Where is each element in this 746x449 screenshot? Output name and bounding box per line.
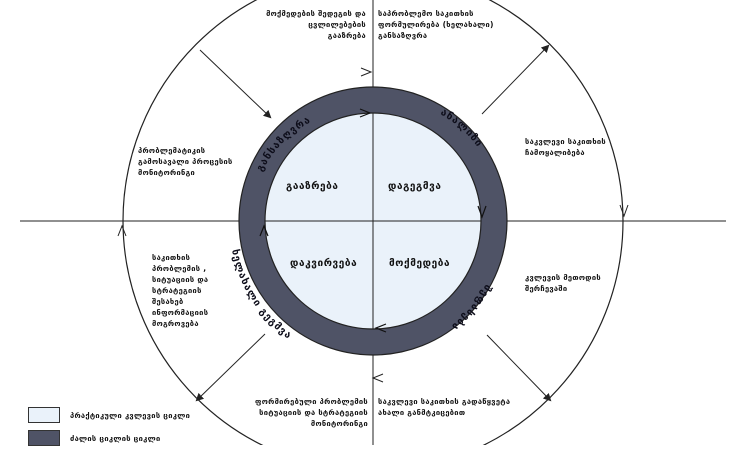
annotation-line: ფორმულირება (ხელახალი) [378,20,494,29]
arrow-left-end [117,224,127,237]
annotation-line: ინფორმაციის [152,308,209,317]
annotation-right-lower: კვლევის მეთოდის შერჩევაში [525,272,635,294]
annotation-line: საკვლევი საკითხის [525,137,606,146]
annotation-line: შესახებ [152,297,184,306]
annotation-line: პრობლემატიკის [138,146,206,155]
arrow-right-end [619,204,629,218]
legend-item-dark: ძალის ციკლის ციკლი [28,430,161,446]
quadrant-label-top-left: გააზრება [286,181,339,192]
arrow-bottom-right [486,334,552,402]
annotation-top-center-left: მოქმედების შედეგის და ცვლილებების გააზრე… [254,8,366,41]
arrow-top-right [481,44,550,115]
annotation-line: გააზრება [327,31,366,40]
annotation-line: სიტუაციის და სტრატეგიის [259,408,368,417]
annotation-right-upper: საკვლევი საკითხის ჩამოყალიბება [525,136,635,158]
annotation-line: კვლევის მეთოდის [525,273,601,282]
ring-arrow-left [259,224,269,237]
annotation-line: მონიტორინგი [138,168,196,177]
annotation-line: ჩამოყალიბება [525,148,585,157]
annotation-line: საკვლევი საკითხის გადაწყვეტა [378,397,511,406]
annotation-left-upper: პრობლემატიკის გამოსავალი პროცესის მონიტო… [138,145,258,178]
arrow-top-left [199,49,272,119]
annotation-line: მოგროვება [152,319,199,328]
ring-arrow-bottom [374,323,387,333]
annotation-line: საკითხის [152,253,191,262]
ring-arrow-top [359,108,372,118]
ring-arrow-right [477,205,487,219]
annotation-left-lower: საკითხის პრობლემის , სიტუაციის და სტრატე… [152,252,244,329]
annotation-line: საპრობლემო საკითხის [378,9,474,18]
quadrant-label-bottom-left: დაკვირვება [290,258,358,269]
annotation-line: სტრატეგიის [152,286,202,295]
annotation-top-center-right: საპრობლემო საკითხის ფორმულირება (ხელახალ… [378,8,518,41]
annotation-line: პრობლემის , [152,264,207,273]
legend-swatch-dark [28,430,60,446]
legend-item-light: პრაქტიკული კვლევის ციკლი [28,407,190,423]
arrow-top-end [360,67,373,77]
annotation-line: გამოსავალი პროცესის [138,157,233,166]
legend-label: ძალის ციკლის ციკლი [70,433,161,443]
legend-swatch-light [28,407,60,423]
annotation-bottom-center-right: საკვლევი საკითხის გადაწყვეტა ახალი განმტ… [378,396,528,418]
annotation-line: სიტუაციის და [152,275,209,284]
legend-label: პრაქტიკული კვლევის ციკლი [70,410,191,420]
arrow-bottom-end [371,373,384,383]
annotation-line: ახალი განმტკიცებით [378,408,466,417]
arrow-bottom-left [195,333,266,402]
annotation-line: მონიტორინგი [310,419,368,428]
annotation-line: მოქმედების შედეგის და [266,9,366,18]
quadrant-label-bottom-right: მოქმედება [389,258,451,269]
annotation-line: ფორმირებული პრობლემის [255,397,368,406]
annotation-line: განსაზღვრა [378,31,428,40]
quadrant-label-top-right: დაგეგმვა [388,181,442,192]
annotation-bottom-center-left: ფორმირებული პრობლემის სიტუაციის და სტრატ… [236,396,368,429]
annotation-line: ცვლილებების [308,20,366,29]
annotation-line: შერჩევაში [525,284,568,293]
